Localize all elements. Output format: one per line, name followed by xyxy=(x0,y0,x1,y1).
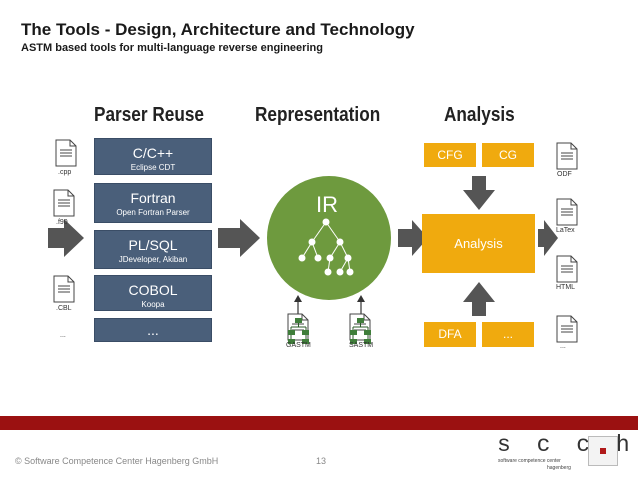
parser-detail: Open Fortran Parser xyxy=(116,208,190,217)
down-arrow-icon xyxy=(463,176,495,210)
cg-box: CG xyxy=(482,143,534,167)
file-label-html: HTML xyxy=(556,284,576,291)
parser-detail: Koopa xyxy=(141,300,165,309)
column-heading-representation: Representation xyxy=(255,104,381,126)
parser-box-fortran: Fortran Open Fortran Parser xyxy=(94,183,212,223)
latex-file-icon xyxy=(556,198,578,226)
file-label-odf: ODF xyxy=(557,171,572,178)
file-label-cpp: .cpp xyxy=(58,169,72,176)
parser-box-plsql: PL/SQL JDeveloper, Akiban xyxy=(94,230,212,269)
parser-name: Fortran xyxy=(130,190,176,206)
output-arrow-icon xyxy=(538,220,558,256)
ellipsis-file-icon xyxy=(556,315,578,343)
sastm-label: SASTM xyxy=(349,342,374,349)
parser-detail: JDeveloper, Akiban xyxy=(118,255,188,264)
parser-to-ir-arrow-icon xyxy=(218,219,260,257)
gastm-arrow-icon xyxy=(294,295,302,302)
analysis-more-box: ... xyxy=(482,322,534,347)
footer-copyright: © Software Competence Center Hagenberg G… xyxy=(15,456,219,466)
ir-to-analysis-arrow-icon xyxy=(398,220,428,256)
parser-name: COBOL xyxy=(128,282,178,298)
odf-file-icon xyxy=(556,142,578,170)
footer-bar xyxy=(0,416,638,430)
ir-label: IR xyxy=(316,192,338,217)
f90-file-icon xyxy=(53,189,75,217)
gastm-label: GASTM xyxy=(286,342,311,349)
html-file-icon xyxy=(556,255,578,283)
up-arrow-icon xyxy=(463,282,495,316)
slide-subtitle: ASTM based tools for multi-language reve… xyxy=(21,42,323,54)
cfg-box: CFG xyxy=(424,143,476,167)
analysis-box: Analysis xyxy=(422,214,535,273)
file-label-more: ... xyxy=(560,343,566,350)
ir-tree-icon xyxy=(298,218,354,276)
sastm-arrow-icon xyxy=(357,295,365,302)
file-label-cbl: .CBL xyxy=(56,305,72,312)
column-heading-analysis: Analysis xyxy=(444,104,515,126)
parser-box-cobol: COBOL Koopa xyxy=(94,275,212,311)
file-label-latex: LaTex xyxy=(556,227,575,234)
column-heading-parser-reuse: Parser Reuse xyxy=(94,104,204,126)
parser-name: C/C++ xyxy=(132,145,174,161)
logo-subtitle-location: hagenberg xyxy=(547,465,571,471)
page-number: 13 xyxy=(316,456,327,466)
parser-box-more: ... xyxy=(94,318,212,342)
dfa-box: DFA xyxy=(424,322,476,347)
file-label-f90: .f90 xyxy=(56,219,68,226)
cpp-file-icon xyxy=(55,139,77,167)
parser-name: ... xyxy=(147,322,159,338)
file-label-more: ... xyxy=(60,332,66,339)
parser-name: PL/SQL xyxy=(128,237,178,253)
cbl-file-icon xyxy=(53,275,75,303)
logo-subtitle: software competence center xyxy=(498,458,561,464)
parser-box-cpp: C/C++ Eclipse CDT xyxy=(94,138,212,175)
parser-detail: Eclipse CDT xyxy=(130,163,176,172)
diagram-graphics xyxy=(48,139,578,345)
logo-dot-icon xyxy=(600,448,606,454)
slide-title: The Tools - Design, Architecture and Tec… xyxy=(21,20,415,39)
ir-circle xyxy=(267,176,391,300)
input-arrow-icon xyxy=(48,219,84,257)
